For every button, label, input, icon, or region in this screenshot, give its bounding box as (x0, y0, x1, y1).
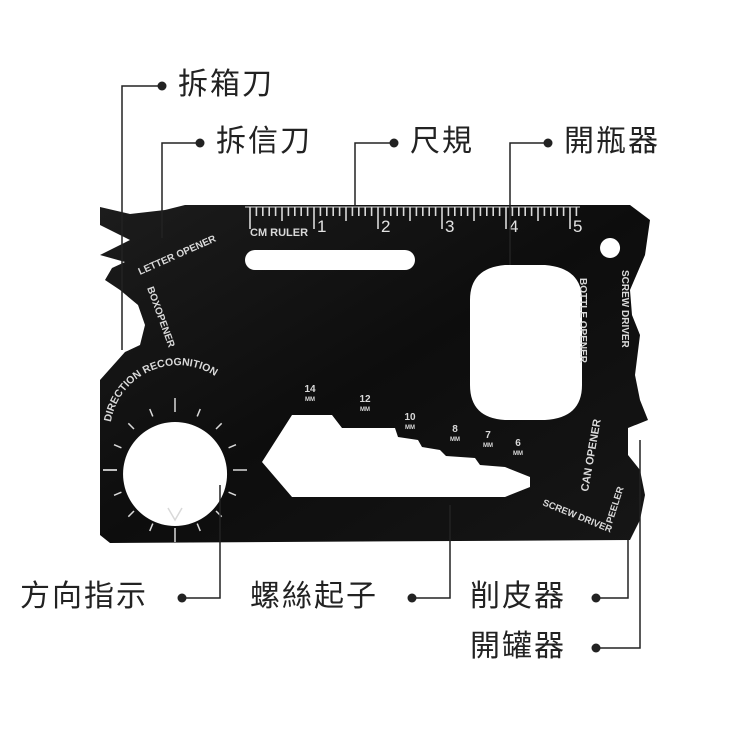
wrench-size-unit: MM (305, 397, 315, 403)
callout-peeler: 削皮器 (470, 579, 566, 614)
screw-driver-right-label: SCREW DRIVER (619, 270, 630, 349)
ruler-number: 4 (509, 217, 518, 236)
wrench-size-unit: MM (360, 407, 370, 413)
direction-tick (196, 523, 201, 532)
ruler-number: 5 (573, 217, 582, 236)
callout-bottle-opener: 開瓶器 (564, 124, 660, 159)
direction-tick (228, 491, 237, 496)
callout-ruler: 尺規 (410, 124, 474, 159)
callout-direction: 方向指示 (20, 579, 148, 614)
ruler-number: 2 (381, 217, 390, 236)
card-body (100, 205, 650, 543)
ruler-scale (245, 206, 580, 229)
callout-screwdriver: 螺絲起子 (250, 579, 378, 614)
direction-tick (113, 444, 122, 449)
wrench-size-number: 6 (515, 438, 521, 449)
direction-tick (127, 422, 135, 430)
callout-letter-opener: 拆信刀 (216, 124, 312, 159)
bottle-opener-label: BOTTLE OPENER (577, 278, 588, 364)
direction-tick (215, 422, 223, 430)
callout-box-opener: 拆箱刀 (178, 67, 274, 102)
leader-lines (121, 85, 641, 649)
leader-dots (157, 81, 601, 653)
wrench-size-unit: MM (405, 425, 415, 431)
wrench-size-number: 8 (452, 424, 458, 435)
direction-tick (228, 444, 237, 449)
ruler-number: 1 (317, 217, 326, 236)
ruler-number: 3 (445, 217, 454, 236)
direction-tick (149, 523, 154, 532)
wrench-size-unit: MM (483, 443, 493, 449)
direction-notch (167, 507, 183, 522)
wrench-size-number: 14 (304, 384, 316, 395)
direction-tick (113, 491, 122, 496)
wrench-size-unit: MM (450, 437, 460, 443)
cm-ruler-label: CM RULER (250, 227, 308, 239)
wrench-size-number: 12 (359, 394, 371, 405)
wrench-size-number: 7 (485, 430, 491, 441)
wrench-size-number: 10 (404, 412, 416, 423)
direction-tick (196, 408, 201, 417)
direction-tick (149, 408, 154, 417)
callout-can-opener: 開罐器 (470, 629, 566, 664)
wrench-size-unit: MM (513, 451, 523, 457)
direction-tick (127, 510, 135, 518)
